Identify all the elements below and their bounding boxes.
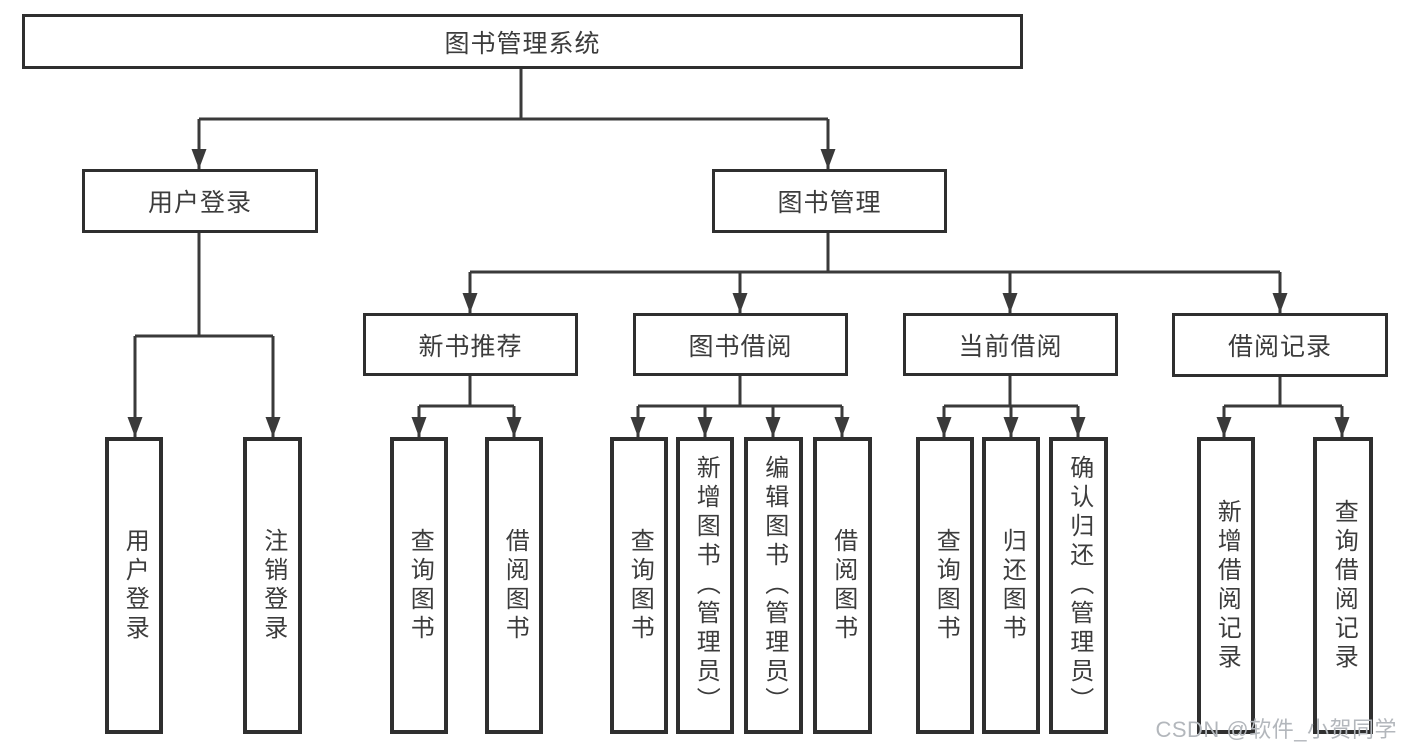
leaf-edit-books-admin: 编辑图书（管理员） bbox=[744, 437, 803, 734]
leaf-label: 注销登录 bbox=[259, 527, 287, 644]
node-label: 当前借阅 bbox=[958, 332, 1063, 361]
node-label: 用户登录 bbox=[147, 189, 252, 217]
leaf-label: 用户登录 bbox=[121, 527, 149, 644]
leaf-query-books-current: 查询图书 bbox=[916, 437, 974, 734]
node-label: 图书管理系统 bbox=[444, 29, 601, 58]
node-label: 图书借阅 bbox=[688, 332, 793, 361]
node-label: 新书推荐 bbox=[418, 332, 523, 361]
node-borrowing-records: 借阅记录 bbox=[1172, 313, 1388, 377]
csdn-watermark: CSDN @软件_小贺同学 bbox=[1155, 717, 1397, 742]
leaf-add-books-admin: 新增图书（管理员） bbox=[676, 437, 734, 734]
leaf-label: 确认归还（管理员） bbox=[1065, 455, 1093, 716]
leaf-label: 查询图书 bbox=[406, 527, 434, 644]
node-library-management-system: 图书管理系统 bbox=[22, 14, 1023, 69]
leaf-label: 查询借阅记录 bbox=[1330, 498, 1358, 673]
node-new-book-recommendation: 新书推荐 bbox=[363, 313, 578, 376]
leaf-label: 新增借阅记录 bbox=[1213, 498, 1241, 673]
leaf-label: 新增图书（管理员） bbox=[692, 455, 720, 716]
node-current-borrowing: 当前借阅 bbox=[903, 313, 1118, 376]
leaf-borrow-books-new: 借阅图书 bbox=[485, 437, 543, 734]
node-user-login: 用户登录 bbox=[82, 169, 318, 233]
leaf-add-borrow-record: 新增借阅记录 bbox=[1197, 437, 1255, 734]
leaf-label: 查询图书 bbox=[626, 527, 654, 644]
leaf-label: 查询图书 bbox=[932, 527, 960, 644]
leaf-user-login: 用户登录 bbox=[105, 437, 163, 734]
leaf-label: 编辑图书（管理员） bbox=[760, 455, 788, 716]
leaf-label: 借阅图书 bbox=[829, 527, 857, 644]
node-book-borrowing: 图书借阅 bbox=[633, 313, 848, 376]
leaf-confirm-return-admin: 确认归还（管理员） bbox=[1049, 437, 1108, 734]
leaf-query-books-new: 查询图书 bbox=[390, 437, 448, 734]
trunk-lines bbox=[135, 69, 1342, 408]
leaf-borrow-books: 借阅图书 bbox=[813, 437, 872, 734]
leaf-logout: 注销登录 bbox=[243, 437, 302, 734]
node-book-management: 图书管理 bbox=[712, 169, 947, 233]
node-label: 图书管理 bbox=[777, 189, 882, 217]
leaf-label: 归还图书 bbox=[998, 527, 1026, 644]
leaf-query-books-borrow: 查询图书 bbox=[610, 437, 668, 734]
leaf-return-books: 归还图书 bbox=[982, 437, 1040, 734]
node-label: 借阅记录 bbox=[1227, 333, 1332, 361]
leaf-label: 借阅图书 bbox=[501, 527, 529, 644]
leaf-query-borrow-record: 查询借阅记录 bbox=[1313, 437, 1373, 734]
